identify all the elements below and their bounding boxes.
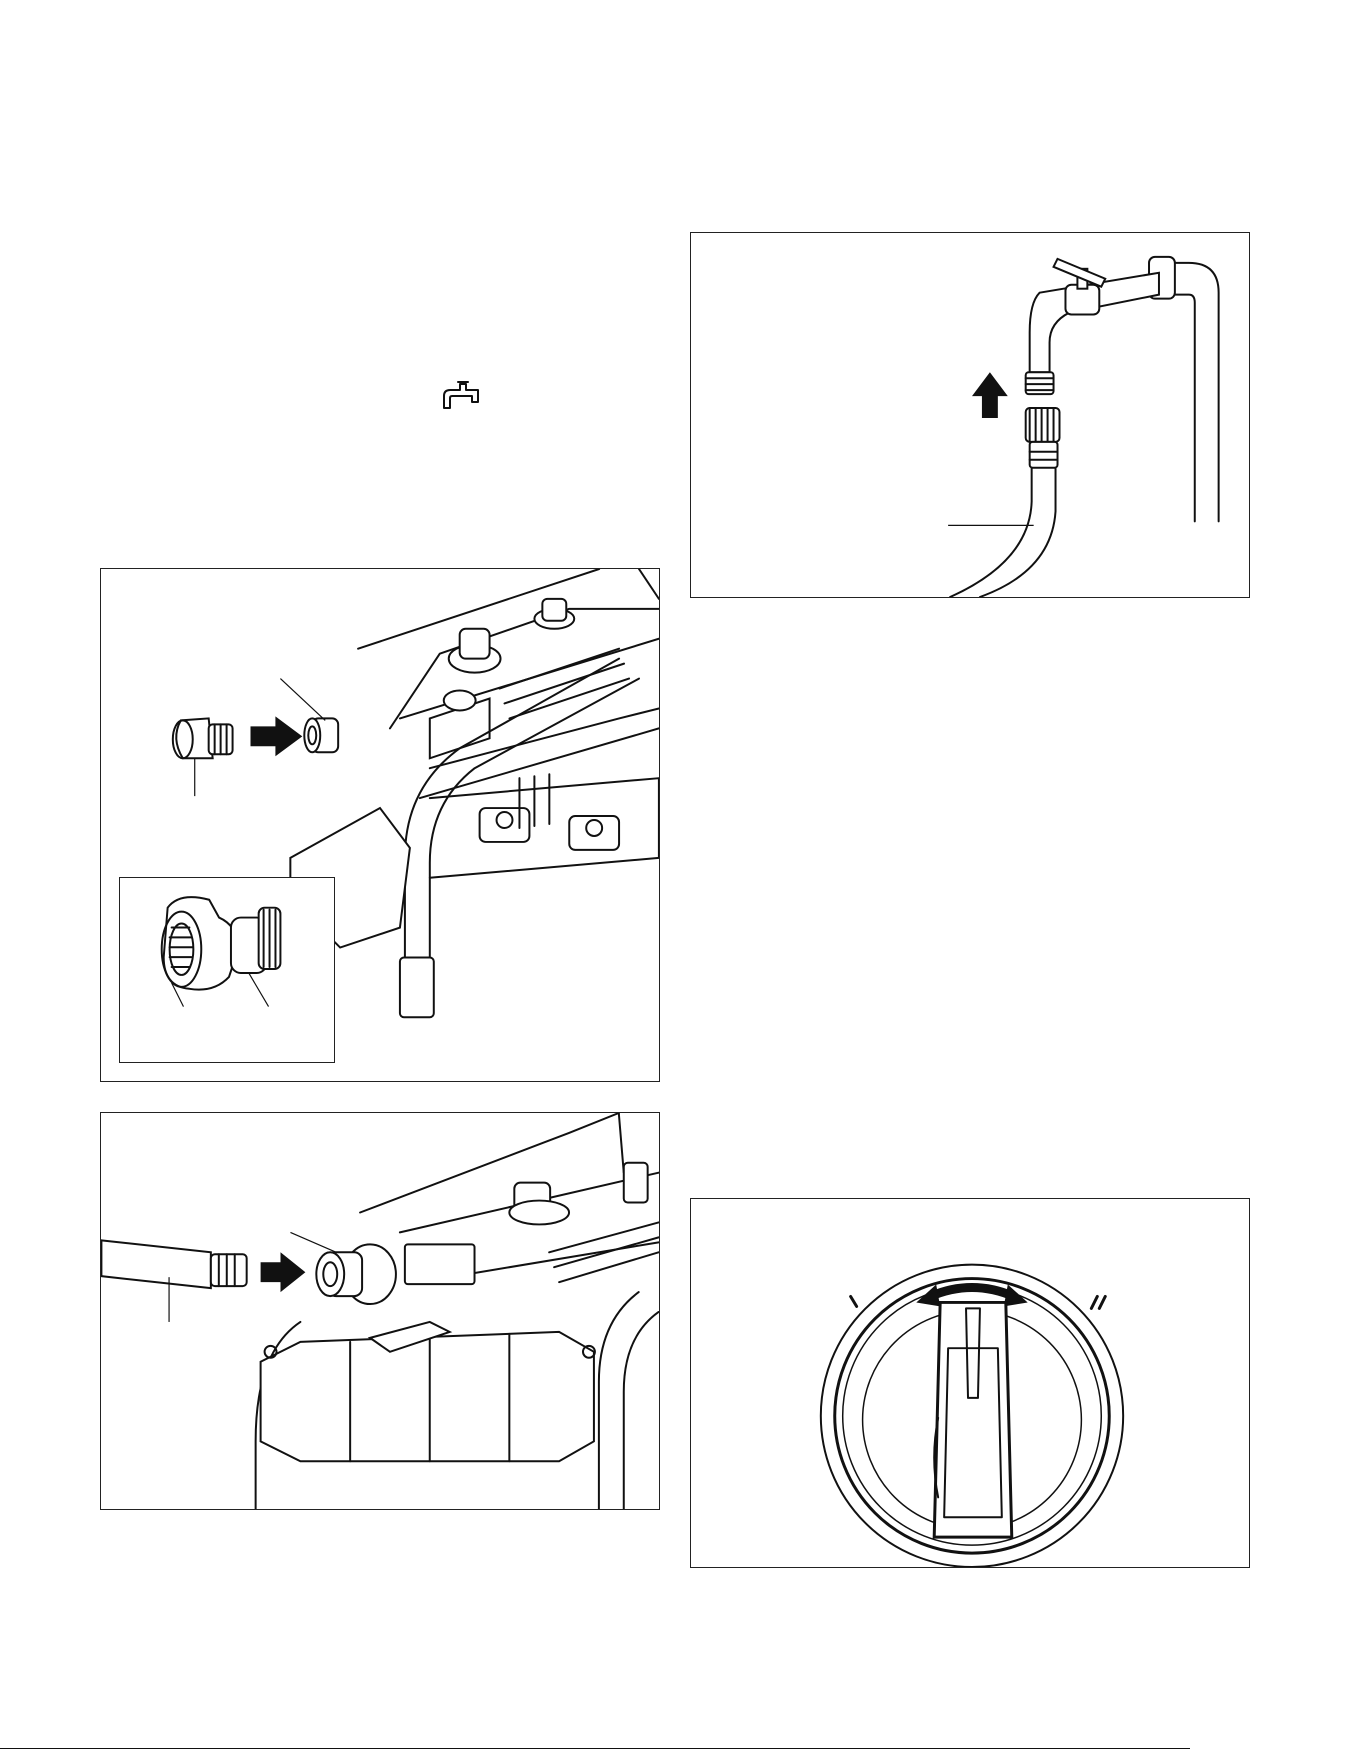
garden-hose-illustration <box>101 1113 659 1509</box>
figure-garden-hose-to-pump <box>100 1112 660 1510</box>
knob-illustration <box>691 1199 1249 1567</box>
faucet-icon <box>440 378 486 414</box>
faucet-illustration <box>691 233 1249 597</box>
inset-adapter-detail <box>119 877 335 1063</box>
figure-hose-to-faucet <box>690 232 1250 598</box>
figure-selector-knob <box>690 1198 1250 1568</box>
adapter-detail-illustration <box>120 878 334 1062</box>
figure-inlet-connection <box>100 568 660 1082</box>
page-footer-rule <box>0 1748 1190 1749</box>
